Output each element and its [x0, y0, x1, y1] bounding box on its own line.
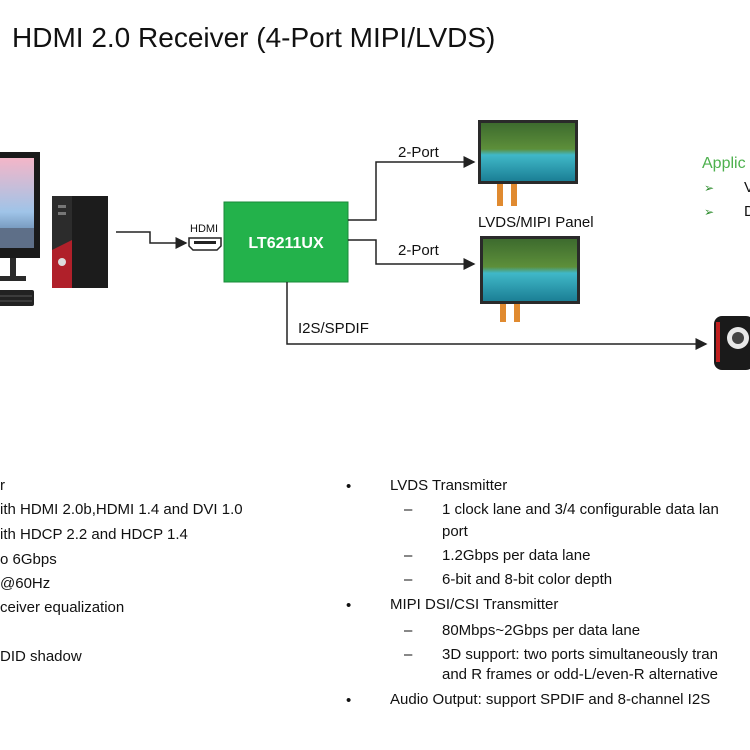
hdmi-port-icon	[188, 237, 222, 251]
lvds-panel-bottom-icon	[480, 236, 580, 322]
mipi-title: MIPI DSI/CSI Transmitter	[390, 596, 559, 613]
bullet-icon: •	[346, 478, 352, 495]
lvds-title: LVDS Transmitter	[390, 477, 508, 494]
audio-output-line: Audio Output: support SPDIF and 8-channe…	[390, 691, 750, 708]
mipi-item-1: 80Mbps~2Gbps per data lane	[442, 622, 641, 639]
audio-output-desc: : support SPDIF and 8-channel I2S	[477, 691, 711, 708]
lvds-item-3: 6-bit and 8-bit color depth	[442, 571, 613, 588]
dash-icon: –	[404, 571, 413, 588]
audio-label: I2S/SPDIF	[298, 320, 369, 337]
left-feature-5: ceiver equalization	[0, 599, 125, 616]
bottom-port-label: 2-Port	[398, 242, 440, 259]
left-feature-3: o 6Gbps	[0, 551, 57, 568]
applications-title: Applic	[702, 155, 746, 172]
dash-icon: –	[404, 547, 413, 564]
lvds-item-1a: 1 clock lane and 3/4 configurable data l…	[442, 501, 719, 518]
left-heading: r	[0, 477, 5, 494]
dash-icon: –	[404, 501, 413, 518]
mipi-item-2b: and R frames or odd-L/even-R alternative	[442, 666, 718, 683]
panel-label: LVDS/MIPI Panel	[478, 214, 594, 231]
chip-block	[223, 201, 349, 283]
app-item-1: V	[744, 179, 750, 196]
lvds-panel-top-icon	[478, 120, 578, 206]
chip-label: LT6211UX	[248, 235, 324, 252]
top-port-label: 2-Port	[398, 144, 440, 161]
lvds-item-2: 1.2Gbps per data lane	[442, 547, 591, 564]
dash-icon: –	[404, 646, 413, 663]
app-bullet-icon: ➢	[704, 181, 714, 195]
audio-output-title: Audio Output	[390, 691, 478, 708]
left-feature-1: ith HDMI 2.0b,HDMI 1.4 and DVI 1.0	[0, 501, 243, 518]
bullet-icon: •	[346, 597, 352, 614]
left-feature-4: @60Hz	[0, 575, 51, 592]
dash-icon: –	[404, 622, 413, 639]
left-feature-2: ith HDCP 2.2 and HDCP 1.4	[0, 526, 188, 543]
bullet-icon: •	[346, 692, 352, 709]
mipi-item-2a: 3D support: two ports simultaneously tra…	[442, 646, 718, 663]
left-feature-7: DID shadow	[0, 648, 82, 665]
pc-tower-icon	[52, 196, 108, 288]
page-title: HDMI 2.0 Receiver (4-Port MIPI/LVDS)	[12, 22, 496, 53]
app-bullet-icon: ➢	[704, 205, 714, 219]
hdmi-label: HDMI	[190, 223, 218, 235]
block-diagram: HDMI LT6211UX 2-Port 2-Port I2S/SPDIF LV…	[0, 120, 750, 370]
lvds-item-1b: port	[442, 523, 468, 540]
monitor-icon	[0, 152, 40, 281]
keyboard-icon	[0, 290, 34, 306]
app-item-2: D	[744, 203, 750, 220]
speaker-icon	[714, 316, 750, 370]
